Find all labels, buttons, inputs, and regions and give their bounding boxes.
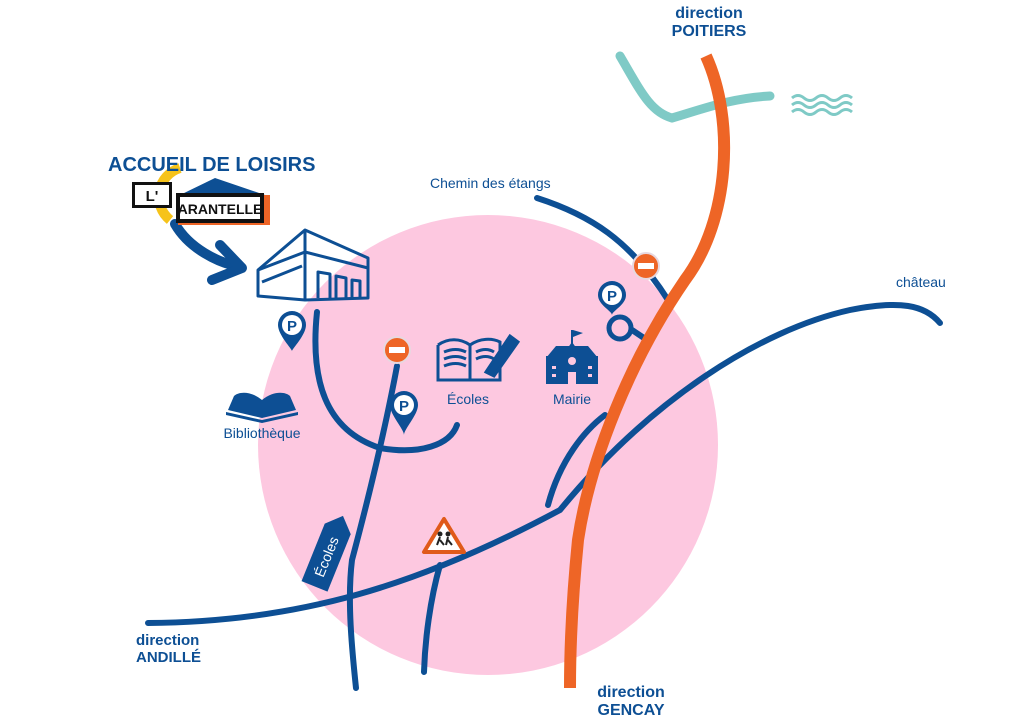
- svg-text:P: P: [399, 398, 409, 415]
- direction-andille-line1: direction: [136, 632, 199, 649]
- direction-poitiers-line2: POITIERS: [672, 23, 747, 40]
- water-waves-icon: [791, 94, 853, 116]
- road-label-chemin: Chemin des étangs: [430, 175, 551, 191]
- leisure-center-building-icon[interactable]: [256, 228, 370, 302]
- svg-text:P: P: [607, 288, 617, 305]
- road-andille-branch: [545, 412, 608, 508]
- page-title: ACCUEIL DE LOISIRS: [108, 154, 315, 176]
- road-chateau[interactable]: [145, 301, 943, 626]
- parking-pin-icon[interactable]: P: [598, 281, 634, 342]
- svg-text:P: P: [287, 318, 297, 335]
- road-library-loop: [312, 309, 460, 454]
- parking-pin-icon[interactable]: P: [278, 311, 306, 351]
- direction-gencay-line1: direction: [597, 684, 665, 701]
- arrow-head-icon: [207, 240, 247, 285]
- river: [615, 51, 775, 123]
- town-hall-icon[interactable]: [546, 330, 598, 384]
- book-pen-icon[interactable]: [436, 333, 521, 382]
- school-crossing-icon: [422, 517, 466, 554]
- parking-pin-icon[interactable]: P: [390, 391, 418, 435]
- logo-name: ARANTELLE: [178, 201, 263, 217]
- arantelle-logo[interactable]: L' ARANTELLE: [132, 163, 270, 285]
- road-chemin-des-etangs[interactable]: [534, 195, 671, 303]
- direction-andille-line2: ANDILLÉ: [136, 649, 201, 666]
- place-label-mairie: Mairie: [553, 391, 591, 407]
- open-book-icon[interactable]: [226, 392, 298, 423]
- road-south-branch: [421, 562, 443, 675]
- no-entry-icon: [383, 336, 411, 364]
- road-ecoles-north[interactable]: [346, 363, 400, 691]
- direction-poitiers-line1: direction: [675, 5, 743, 22]
- no-entry-icon: [632, 252, 660, 280]
- direction-gencay-line2: GENCAY: [598, 702, 665, 719]
- road-label-chateau: château: [896, 274, 946, 290]
- place-label-ecoles: Écoles: [447, 391, 489, 407]
- school-zone-circle: [258, 215, 718, 675]
- place-label-bibliotheque: Bibliothèque: [223, 425, 300, 441]
- road-main-poitiers-gencay[interactable]: [564, 53, 731, 689]
- logo-prefix: L': [146, 188, 159, 205]
